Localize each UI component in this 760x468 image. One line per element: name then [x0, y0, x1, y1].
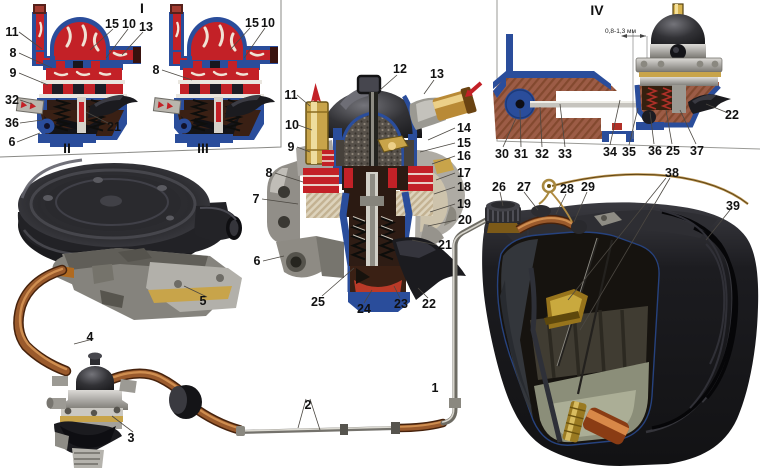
- svg-text:6: 6: [254, 254, 261, 268]
- svg-text:8: 8: [10, 46, 17, 60]
- svg-text:37: 37: [690, 144, 704, 158]
- svg-text:21: 21: [107, 120, 121, 134]
- svg-text:16: 16: [457, 149, 471, 163]
- svg-text:15: 15: [245, 16, 259, 30]
- svg-text:31: 31: [514, 147, 528, 161]
- svg-text:22: 22: [725, 108, 739, 122]
- svg-text:7: 7: [253, 192, 260, 206]
- svg-text:32: 32: [535, 147, 549, 161]
- svg-text:28: 28: [560, 182, 574, 196]
- svg-text:36: 36: [5, 116, 19, 130]
- svg-text:39: 39: [726, 199, 740, 213]
- svg-text:23: 23: [394, 297, 408, 311]
- svg-text:9: 9: [10, 66, 17, 80]
- svg-text:11: 11: [5, 25, 18, 39]
- svg-text:35: 35: [622, 145, 636, 159]
- svg-text:III: III: [197, 140, 209, 156]
- svg-text:8: 8: [153, 63, 160, 77]
- svg-text:25: 25: [311, 295, 325, 309]
- svg-text:33: 33: [558, 147, 572, 161]
- svg-text:0,8-1,3 мм: 0,8-1,3 мм: [605, 28, 637, 35]
- svg-text:29: 29: [581, 180, 595, 194]
- svg-text:27: 27: [517, 180, 531, 194]
- svg-text:11: 11: [284, 88, 297, 102]
- svg-text:19: 19: [457, 197, 471, 211]
- svg-text:4: 4: [87, 330, 94, 344]
- svg-text:3: 3: [128, 431, 135, 445]
- svg-text:10: 10: [261, 16, 275, 30]
- svg-text:15: 15: [457, 136, 471, 150]
- svg-text:10: 10: [122, 17, 136, 31]
- svg-text:21: 21: [438, 238, 452, 252]
- svg-text:9: 9: [288, 140, 295, 154]
- svg-text:26: 26: [492, 180, 506, 194]
- svg-text:12: 12: [393, 62, 407, 76]
- svg-text:38: 38: [665, 166, 679, 180]
- svg-text:24: 24: [357, 302, 371, 316]
- svg-text:10: 10: [285, 118, 299, 132]
- svg-text:II: II: [63, 140, 71, 156]
- svg-text:36: 36: [648, 144, 662, 158]
- svg-text:34: 34: [603, 145, 617, 159]
- svg-text:IV: IV: [590, 2, 604, 18]
- svg-text:13: 13: [139, 20, 153, 34]
- svg-text:6: 6: [9, 135, 16, 149]
- svg-text:1: 1: [432, 381, 439, 395]
- svg-text:14: 14: [457, 121, 471, 135]
- svg-text:22: 22: [422, 297, 436, 311]
- svg-text:20: 20: [458, 213, 472, 227]
- svg-text:32: 32: [5, 93, 19, 107]
- svg-text:15: 15: [105, 17, 119, 31]
- svg-text:13: 13: [430, 67, 444, 81]
- svg-text:30: 30: [495, 147, 509, 161]
- svg-text:25: 25: [666, 144, 680, 158]
- svg-text:18: 18: [457, 180, 471, 194]
- svg-text:5: 5: [200, 294, 207, 308]
- svg-text:I: I: [140, 0, 144, 16]
- svg-text:8: 8: [266, 166, 273, 180]
- svg-text:17: 17: [457, 166, 471, 180]
- svg-text:2: 2: [305, 398, 312, 412]
